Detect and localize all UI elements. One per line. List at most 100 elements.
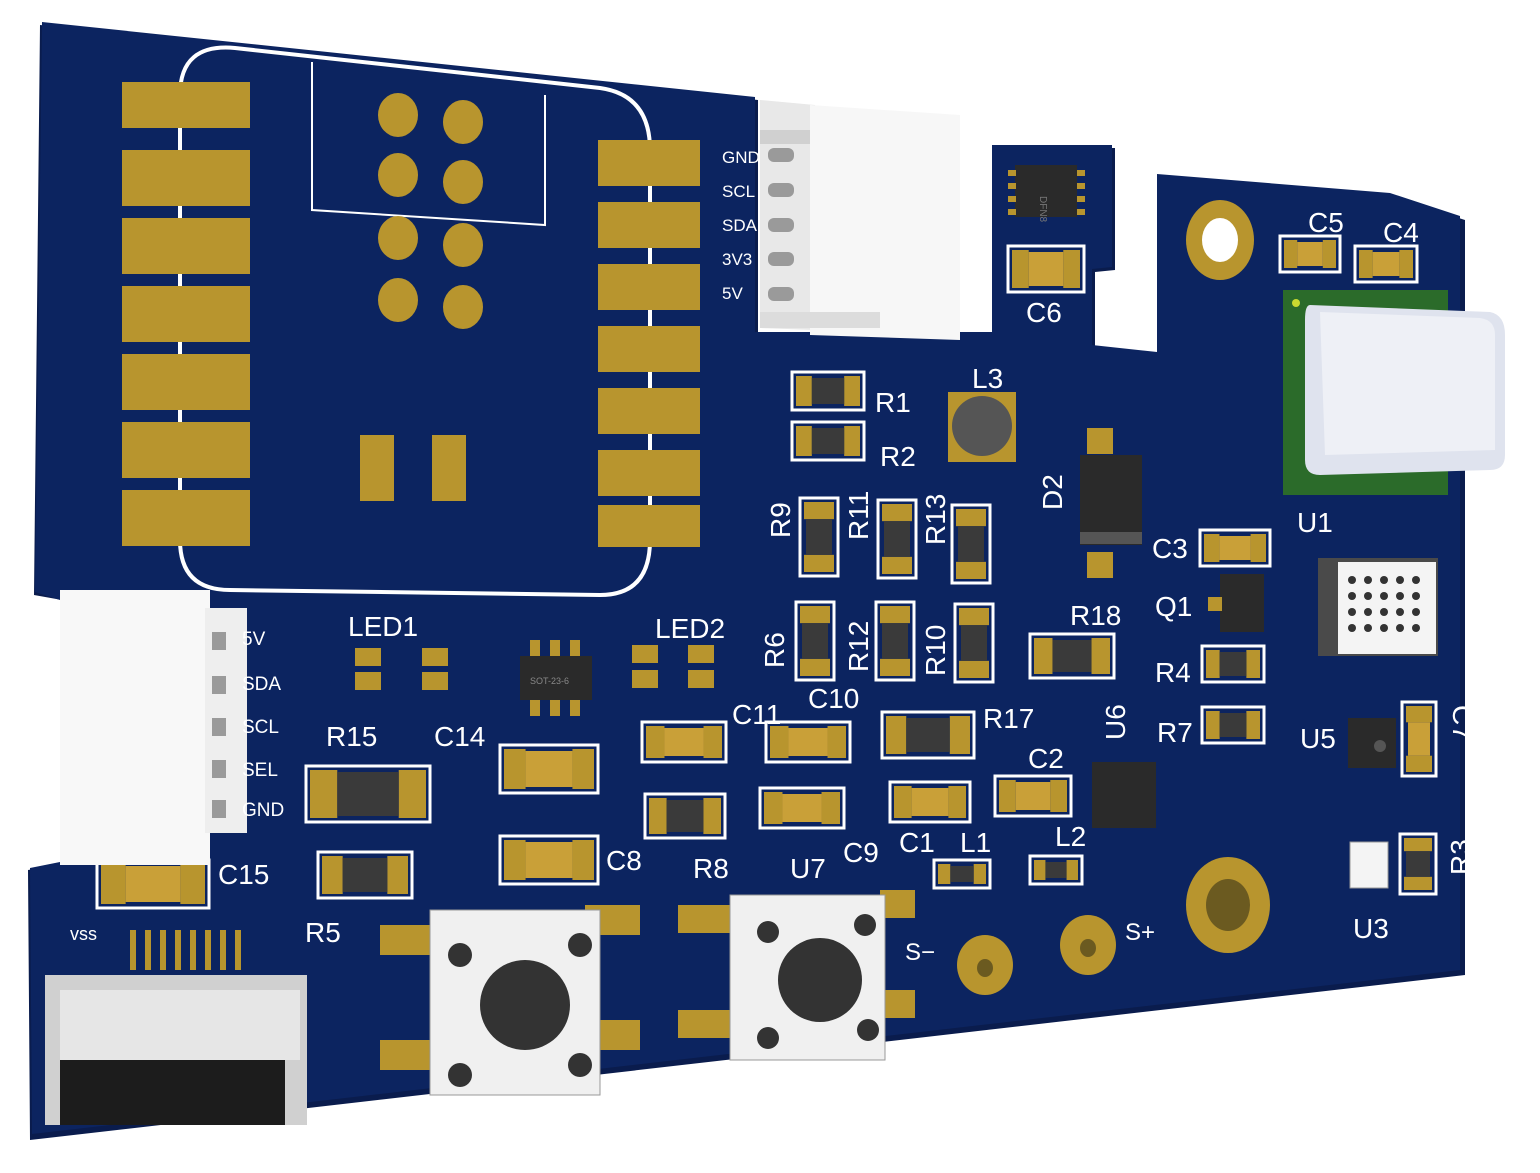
smd-pad <box>959 608 989 626</box>
label-c4: C4 <box>1383 217 1419 248</box>
label-q1: Q1 <box>1155 591 1192 622</box>
resistor-body <box>811 378 845 404</box>
capacitor-body <box>525 751 573 787</box>
smd-pad <box>948 786 966 818</box>
resistor-body <box>884 521 910 557</box>
capacitor-outline <box>1278 234 1342 274</box>
resistor-body <box>1219 652 1247 676</box>
label-r1: R1 <box>875 387 911 418</box>
capacitor-body <box>1408 722 1430 756</box>
d2-diode <box>1080 428 1142 578</box>
capacitor-body <box>782 794 822 822</box>
resistor-outline <box>953 602 995 684</box>
resistor-outline <box>1200 644 1266 684</box>
left-connector <box>60 590 247 865</box>
resistor-outline <box>880 710 976 760</box>
smd-pad <box>844 376 860 406</box>
capacitor-outline <box>1198 528 1272 568</box>
button-u7 <box>678 890 915 1061</box>
resistor-body <box>1219 713 1247 737</box>
resistor-body <box>958 526 984 562</box>
label-u7: U7 <box>790 853 826 884</box>
smd-pad <box>827 726 846 758</box>
smd-pad <box>1322 240 1336 268</box>
smd-pad <box>1359 250 1373 278</box>
capacitor-body <box>1015 782 1051 810</box>
smd-pad <box>1012 250 1029 288</box>
resistor-body <box>806 519 832 555</box>
smd-pad <box>956 509 986 527</box>
label-r10: R10 <box>920 625 951 676</box>
smd-pad <box>796 376 812 406</box>
capacitor-outline <box>640 720 728 764</box>
resistor-outline <box>876 498 918 580</box>
smd-pad <box>1399 250 1413 278</box>
smd-pad <box>956 561 986 579</box>
smd-pad <box>882 504 912 522</box>
smd-pad <box>973 864 986 884</box>
resistor-body <box>961 625 987 661</box>
smd-pad <box>387 856 408 894</box>
label-r17: R17 <box>983 703 1034 734</box>
capacitor-body <box>788 728 828 756</box>
left-connector-labels: 5V SDA SCL SEL GND <box>242 629 284 821</box>
resistor-body <box>666 800 704 832</box>
smd-pad <box>999 780 1016 812</box>
smd-pad <box>180 864 205 904</box>
resistor-outline <box>1398 832 1438 896</box>
pin-label: SCL <box>242 717 279 738</box>
smd-pad <box>1034 638 1053 674</box>
smd-pad <box>322 856 343 894</box>
resistor-outline <box>790 420 866 462</box>
capacitor-body <box>1219 536 1251 560</box>
smd-pad <box>703 726 722 758</box>
label-c7: C7 <box>1447 705 1478 741</box>
smd-pad <box>1063 250 1080 288</box>
label-led1: LED1 <box>348 611 418 642</box>
smd-pad <box>310 770 338 818</box>
smd-pad <box>1246 650 1260 678</box>
capacitor-outline <box>1353 244 1419 284</box>
smd-pad <box>1404 876 1432 890</box>
smd-pad <box>1246 711 1260 739</box>
smd-pad <box>938 864 951 884</box>
smd-pad <box>804 502 834 520</box>
label-u1: U1 <box>1297 507 1333 538</box>
smd-pad <box>1206 650 1220 678</box>
resistor-body <box>802 623 828 659</box>
smd-parts <box>95 234 1438 910</box>
resistor-outline <box>950 503 992 585</box>
pin-label: GND <box>722 148 760 167</box>
smd-pad <box>959 660 989 678</box>
smd-pad <box>646 726 665 758</box>
smd-pad <box>649 798 667 834</box>
smd-pad <box>1204 534 1220 562</box>
capacitor-outline <box>758 786 846 830</box>
resistor-outline <box>316 850 414 900</box>
smd-pad <box>804 554 834 572</box>
capacitor-body <box>1372 252 1400 276</box>
smd-pad <box>572 749 594 789</box>
button-r8 <box>380 905 640 1096</box>
resistor-body <box>337 772 399 816</box>
capacitor-body <box>911 788 949 816</box>
smd-pad <box>844 426 860 456</box>
label-u6: U6 <box>1100 704 1131 740</box>
label-c9: C9 <box>843 837 879 868</box>
label-c8: C8 <box>606 845 642 876</box>
resistor-outline <box>304 764 432 824</box>
capacitor-body <box>664 728 704 756</box>
label-d2: D2 <box>1037 474 1068 510</box>
label-c2: C2 <box>1028 743 1064 774</box>
resistor-outline <box>874 600 916 682</box>
smd-pad <box>504 749 526 789</box>
top-connector <box>760 100 960 340</box>
led-footprints <box>355 645 714 690</box>
label-c15: C15 <box>218 859 269 890</box>
capacitor-outline <box>888 780 972 824</box>
l3-inductor <box>948 392 1016 462</box>
u6-chip <box>1092 762 1156 828</box>
smd-pad <box>764 792 783 824</box>
smd-pad <box>1206 711 1220 739</box>
